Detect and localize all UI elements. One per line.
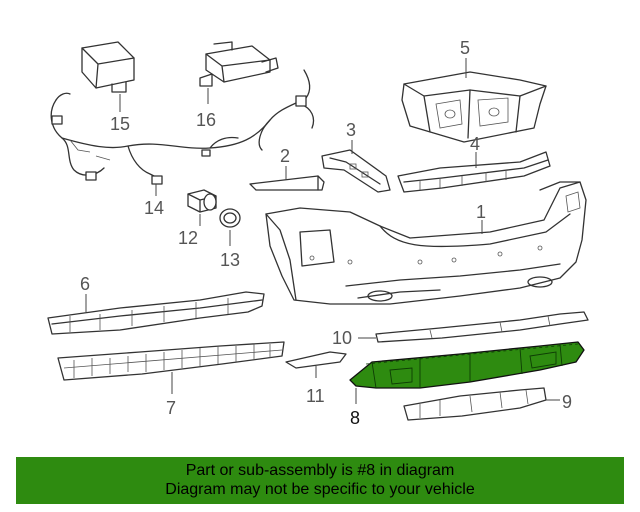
callout-6[interactable]: 6 — [80, 274, 90, 294]
part-10-molding[interactable] — [375, 311, 589, 343]
part-8-valance-highlighted[interactable] — [349, 341, 585, 389]
callout-15[interactable]: 15 — [110, 114, 130, 134]
part-4-reinforcement[interactable] — [397, 151, 551, 193]
banner-line-1: Part or sub-assembly is #8 in diagram — [185, 462, 455, 479]
callout-3[interactable]: 3 — [346, 120, 356, 140]
callout-8[interactable]: 8 — [350, 408, 360, 428]
info-banner: Part or sub-assembly is #8 in diagram Di… — [16, 457, 624, 504]
part-2-bracket[interactable] — [249, 175, 325, 191]
parts-diagram: 15 16 14 12 13 — [47, 38, 589, 428]
callout-2[interactable]: 2 — [280, 146, 290, 166]
part-6-lower-beam[interactable] — [47, 291, 265, 335]
callout-9[interactable]: 9 — [562, 392, 572, 412]
part-14-harness[interactable] — [50, 69, 315, 185]
part-7-lower-insert[interactable] — [57, 341, 285, 381]
part-3-bracket[interactable] — [321, 149, 391, 193]
callout-4[interactable]: 4 — [470, 134, 480, 154]
callout-1[interactable]: 1 — [476, 202, 486, 222]
part-11-trim[interactable] — [285, 351, 347, 369]
callout-14[interactable]: 14 — [144, 198, 164, 218]
callout-13[interactable]: 13 — [220, 250, 240, 270]
part-13-grommet[interactable] — [219, 208, 241, 228]
banner-line-2: Diagram may not be specific to your vehi… — [165, 481, 475, 498]
callout-7[interactable]: 7 — [166, 398, 176, 418]
part-5-absorber[interactable] — [401, 71, 547, 143]
part-12-sensor[interactable] — [187, 189, 217, 213]
callout-10[interactable]: 10 — [332, 328, 352, 348]
callout-5[interactable]: 5 — [460, 38, 470, 58]
callout-12[interactable]: 12 — [178, 228, 198, 248]
callout-11[interactable]: 11 — [306, 386, 325, 406]
part-16-module[interactable] — [199, 41, 279, 87]
callout-16[interactable]: 16 — [196, 110, 216, 130]
part-9-bracket[interactable] — [403, 387, 547, 421]
part-15-module[interactable] — [81, 41, 135, 93]
part-1-bumper-cover[interactable] — [265, 181, 587, 305]
